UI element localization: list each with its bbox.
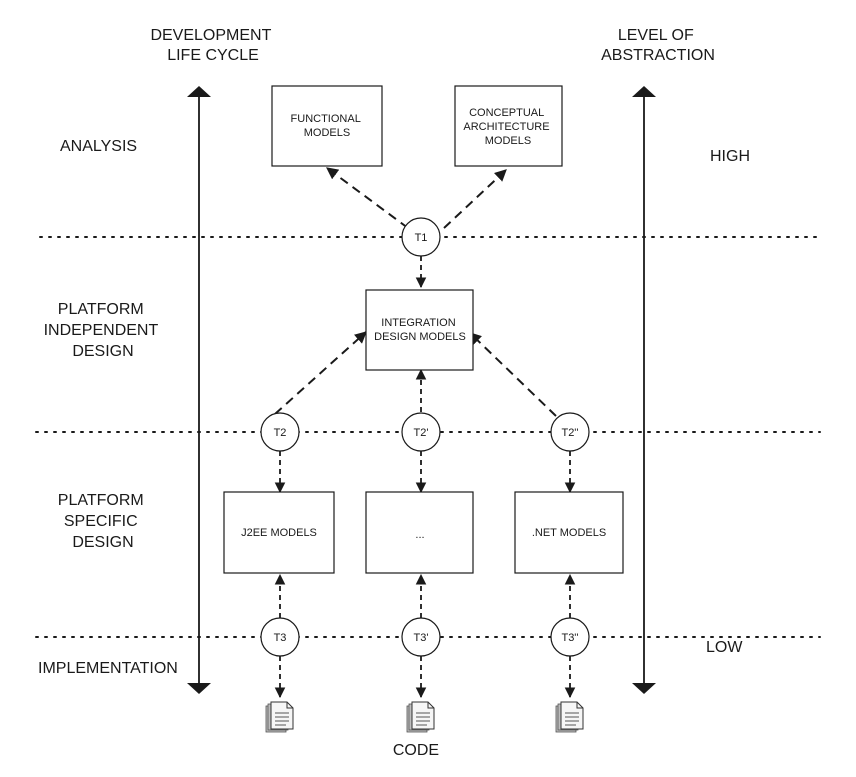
code-document-icon: [555, 701, 584, 733]
connectors: [274, 167, 576, 699]
svg-text:FUNCTIONAL MODELS: FUNCTIONAL MODELS: [291, 113, 364, 139]
transform-t3-prime: T3': [401, 617, 441, 657]
functional-models-box: FUNCTIONAL MODELS: [271, 85, 383, 167]
ellipsis-models-box: ...: [365, 491, 474, 574]
level-high: HIGH: [710, 148, 750, 165]
arrow-t2pp-integration: [469, 332, 557, 417]
code-document-icon: [406, 701, 435, 733]
transform-t2-prime: T2': [401, 412, 441, 452]
phase-implementation: IMPLEMENTATION: [38, 660, 178, 677]
phase-platform-specific: PLATFORM SPECIFIC DESIGN: [58, 492, 148, 551]
lifecycle-header: DEVELOPMENT LIFE CYCLE: [150, 27, 275, 64]
abstraction-header: LEVEL OF ABSTRACTION: [601, 27, 715, 64]
code-label: CODE: [393, 742, 439, 759]
svg-text:INTEGRATION DESIGN MODEL: INTEGRATION DESIGN MODELS: [374, 317, 466, 343]
level-low: LOW: [706, 639, 743, 656]
svg-text:T3'': T3'': [561, 632, 578, 644]
svg-text:CONCEPTUAL ARCHITECTURE: CONCEPTUAL ARCHITECTURE MODELS: [463, 107, 552, 147]
svg-text:J2EE MODELS: J2EE MODELS: [241, 527, 317, 539]
transform-t1: T1: [401, 217, 441, 257]
svg-text:T3: T3: [274, 632, 287, 644]
arrow-t2-integration: [274, 331, 367, 415]
transform-t3: T3: [260, 617, 300, 657]
svg-text:T1: T1: [415, 232, 428, 244]
svg-text:T2: T2: [274, 427, 287, 439]
abstraction-axis: [632, 86, 656, 694]
dotnet-models-box: .NET MODELS: [514, 491, 624, 574]
lifecycle-axis: [187, 86, 211, 694]
svg-text:T2'': T2'': [561, 427, 578, 439]
svg-text:...: ...: [415, 529, 424, 541]
code-document-icon: [265, 701, 294, 733]
phase-analysis: ANALYSIS: [60, 138, 137, 155]
svg-text:T2': T2': [414, 427, 429, 439]
svg-text:T3': T3': [414, 632, 429, 644]
j2ee-models-box: J2EE MODELS: [223, 491, 335, 574]
arrow-t1-conceptual: [443, 169, 507, 229]
phase-platform-independent: PLATFORM INDEPENDENT DESIGN: [44, 301, 163, 360]
transform-t2: T2: [260, 412, 300, 452]
svg-text:.NET MODELS: .NET MODELS: [532, 527, 606, 539]
arrow-t1-functional: [326, 167, 409, 229]
transform-t3-double-prime: T3'': [550, 617, 590, 657]
integration-design-models-box: INTEGRATION DESIGN MODELS: [365, 289, 474, 371]
conceptual-architecture-models-box: CONCEPTUAL ARCHITECTURE MODELS: [454, 85, 563, 167]
transform-t2-double-prime: T2'': [550, 412, 590, 452]
